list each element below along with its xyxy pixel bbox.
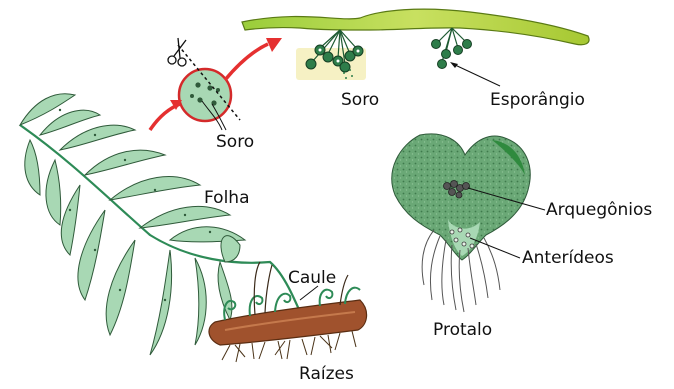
label-protalo: Protalo bbox=[433, 322, 492, 339]
fern-pinnae bbox=[20, 94, 245, 355]
label-soro-small: Soro bbox=[216, 134, 254, 151]
label-anterideos: Anterídeos bbox=[522, 250, 614, 267]
label-arquegonios: Arquegônios bbox=[546, 202, 652, 219]
label-caule: Caule bbox=[288, 270, 336, 287]
leaf-section-detail bbox=[242, 9, 589, 86]
label-esporangio: Esporângio bbox=[490, 92, 585, 109]
label-soro-detail: Soro bbox=[341, 92, 379, 109]
prothallus bbox=[392, 134, 545, 312]
label-folha: Folha bbox=[204, 190, 250, 207]
label-raizes: Raízes bbox=[299, 366, 354, 383]
